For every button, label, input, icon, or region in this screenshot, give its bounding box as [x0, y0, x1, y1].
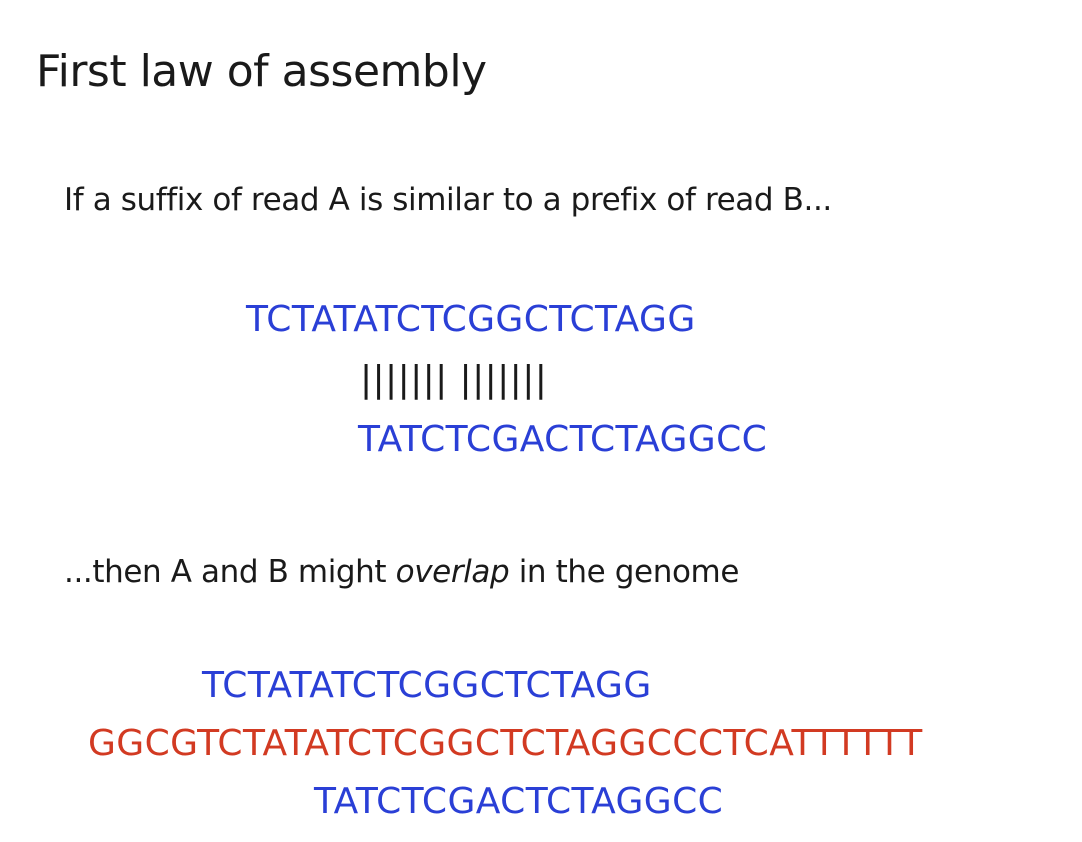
genome-read-b: TATCTCGACTCTAGGCC — [314, 781, 724, 822]
conclusion-after: in the genome — [509, 554, 740, 590]
alignment-read-b: TATCTCGACTCTAGGCC — [358, 419, 768, 460]
conclusion-before: ...then A and B might — [64, 554, 396, 590]
slide-title: First law of assembly — [36, 46, 487, 97]
alignment-read-a: TCTATATCTCGGCTCTAGG — [246, 299, 696, 340]
conclusion-emphasis: overlap — [395, 554, 510, 590]
conclusion-text: ...then A and B might overlap in the gen… — [64, 552, 739, 592]
genome-sequence: GGCGTCTATATCTCGGCTCTAGGCCCTCATTTTTT — [88, 723, 923, 764]
genome-read-a: TCTATATCTCGGCTCTAGG — [202, 665, 652, 706]
premise-text: If a suffix of read A is similar to a pr… — [64, 182, 832, 218]
alignment-match-bars: ||||||| ||||||| — [360, 359, 548, 400]
